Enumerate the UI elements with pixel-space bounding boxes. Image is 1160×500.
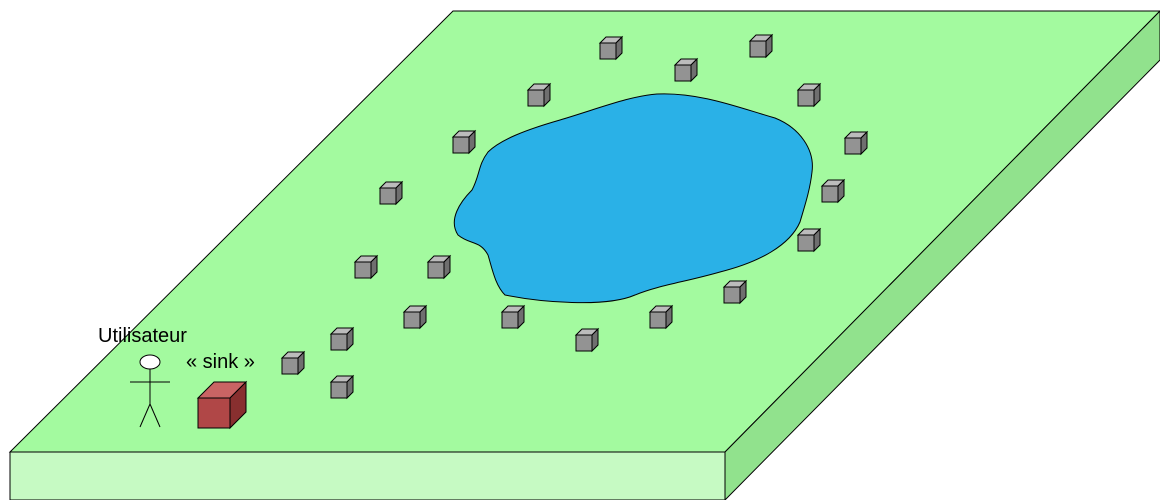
- sensor-front-face: [502, 312, 518, 328]
- sensor-front-face: [600, 43, 616, 59]
- ground-front-face: [10, 452, 725, 500]
- sensor-front-face: [724, 287, 740, 303]
- sensor-front-face: [822, 186, 838, 202]
- sensor-node: [331, 376, 353, 398]
- sensor-node: [822, 180, 844, 202]
- sensor-node: [282, 352, 304, 374]
- sensor-front-face: [380, 188, 396, 204]
- sensor-node: [724, 281, 746, 303]
- sensor-front-face: [355, 262, 371, 278]
- sensor-front-face: [576, 335, 592, 351]
- sensor-node: [798, 84, 820, 106]
- sensor-node: [845, 132, 867, 154]
- sensor-front-face: [650, 312, 666, 328]
- sensor-node: [428, 256, 450, 278]
- sensor-front-face: [750, 41, 766, 57]
- sensor-node: [600, 37, 622, 59]
- sensor-node: [528, 84, 550, 106]
- sensor-front-face: [331, 334, 347, 350]
- sensor-front-face: [404, 312, 420, 328]
- sensor-front-face: [428, 262, 444, 278]
- sensor-node: [675, 59, 697, 81]
- sensor-node: [380, 182, 402, 204]
- sensor-node: [750, 35, 772, 57]
- sensor-front-face: [282, 358, 298, 374]
- sensor-front-face: [845, 138, 861, 154]
- sensor-node: [502, 306, 524, 328]
- sensor-front-face: [453, 137, 469, 153]
- sensor-front-face: [331, 382, 347, 398]
- sensor-node: [650, 306, 672, 328]
- sensor-node: [404, 306, 426, 328]
- actor-head: [140, 355, 160, 369]
- sensor-node: [576, 329, 598, 351]
- sensor-front-face: [528, 90, 544, 106]
- sensor-node: [453, 131, 475, 153]
- sensor-node: [331, 328, 353, 350]
- sensor-front-face: [798, 90, 814, 106]
- sensor-node: [355, 256, 377, 278]
- user-label: Utilisateur: [98, 325, 187, 347]
- sink-label: « sink »: [186, 351, 255, 373]
- sensor-front-face: [798, 235, 814, 251]
- sensor-node: [798, 229, 820, 251]
- sink-front-face: [198, 398, 230, 428]
- sensor-front-face: [675, 65, 691, 81]
